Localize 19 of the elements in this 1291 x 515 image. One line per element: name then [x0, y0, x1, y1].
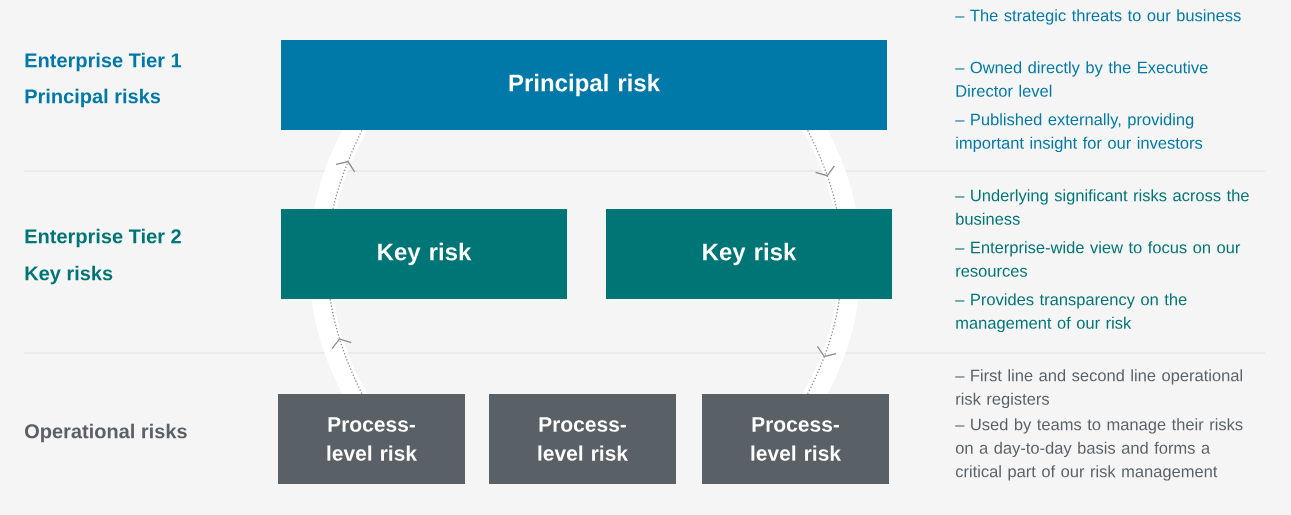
bullet-text: – Underlying significant risks across the business [955, 189, 1249, 225]
tier-heading: Key risks [25, 265, 113, 285]
bullet-text: – Used by teams to manage their risks on a day-to-day basis and forms a critical part of our risk management [955, 418, 1243, 481]
risk-box: Principal risk [281, 40, 887, 130]
risk-box: Process-level risk [702, 394, 889, 484]
risk-box: Key risk [606, 209, 892, 299]
bullet-text: – Enterprise-wide view to focus on our resources [955, 241, 1241, 277]
tier-heading: Enterprise Tier 1 [25, 52, 182, 72]
bullet-text: – Published externally, providing important insight for our investors [955, 113, 1203, 153]
bullet-text: – First line and second line operational risk registers [955, 369, 1243, 409]
risk-box: Process-level risk [278, 394, 465, 484]
tier-heading: Operational risks [25, 423, 187, 443]
risk-box: Process-level risk [489, 394, 676, 484]
bullet-text: – Owned directly by the Executive Director level [955, 61, 1208, 97]
tier-heading: Enterprise Tier 2 [25, 228, 181, 248]
bullet-text: – The strategic threats to our business [955, 9, 1241, 25]
risk-box: Key risk [281, 209, 567, 299]
bullet-text: – Provides transparency on the management of our risk [955, 293, 1187, 333]
tier-heading: Principal risks [25, 88, 161, 108]
